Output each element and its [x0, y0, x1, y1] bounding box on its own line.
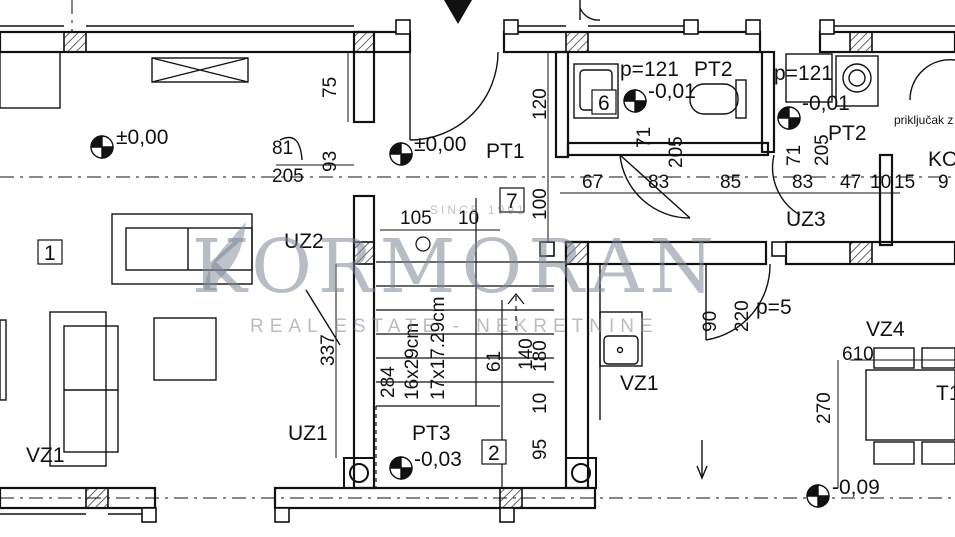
dim-337: 337	[318, 334, 339, 366]
stair-size-2: 17x17.29cm	[428, 296, 449, 400]
dim-47: 47	[840, 172, 861, 193]
code-uz3: UZ3	[786, 208, 826, 231]
dim-85: 85	[720, 172, 741, 193]
dim-205c: 205	[812, 134, 833, 166]
code-pt1: PT1	[486, 140, 525, 163]
dim-180: 180	[530, 340, 551, 372]
dim-610: 610	[842, 344, 874, 365]
bird-logo-icon	[204, 222, 246, 290]
dim-95: 95	[530, 439, 551, 460]
dim-205b: 205	[666, 136, 687, 168]
dim-100: 100	[530, 188, 551, 220]
dim-9: 9	[938, 172, 949, 193]
dim-71a: 71	[634, 127, 655, 148]
axis-lines	[0, 0, 955, 499]
floor-code-labels: PT1 PT2 PT2 PT3 VZ1 VZ1 VZ4 UZ1 UZ2 UZ3 …	[26, 58, 955, 467]
dim-105: 105	[400, 208, 432, 229]
dim-140: 140	[516, 338, 537, 370]
room-number-boxes	[37, 89, 617, 465]
dim-71b: 71	[784, 145, 805, 166]
level-labels: ±0,00 ±0,00 -0,01 -0,01 -0,03 -0,09	[116, 80, 880, 499]
code-t1: T1	[936, 382, 955, 405]
dim-220: 220	[732, 300, 753, 332]
dimension-lines	[276, 52, 955, 488]
door-swings	[279, 0, 955, 346]
perimeter-utility: p=121	[774, 62, 833, 85]
code-uz1: UZ1	[288, 422, 328, 445]
dim-93: 93	[320, 151, 341, 172]
dim-284: 284	[378, 366, 399, 398]
connection-note: priključak z	[894, 113, 953, 127]
watermark-brand: KORMORAN	[192, 224, 720, 310]
room-number-2: 2	[488, 442, 500, 465]
code-pt2-utility: PT2	[828, 122, 867, 145]
dim-83b: 83	[792, 172, 813, 193]
dim-61: 61	[484, 351, 505, 372]
code-vz4: VZ4	[866, 318, 905, 341]
room-number-7: 7	[506, 190, 518, 213]
dim-15: 15	[894, 172, 915, 193]
perimeter-bath: p=121	[620, 58, 679, 81]
down-arrow-icon	[696, 440, 708, 480]
room-number-6: 6	[598, 92, 610, 115]
hatched-wall-sections	[63, 31, 873, 509]
code-pt2-bath: PT2	[694, 58, 733, 81]
dim-10b: 10	[458, 208, 479, 229]
wall-caps	[141, 19, 835, 523]
code-ko: KO	[928, 148, 955, 171]
code-vz1-kitchen: VZ1	[620, 372, 659, 395]
dim-90: 90	[700, 311, 721, 332]
direction-arrow-icon	[444, 0, 472, 24]
level-living: ±0,00	[116, 126, 168, 149]
watermark-tagline: REAL ESTATE - NEKRETNINE	[250, 316, 659, 337]
dim-205a: 205	[272, 166, 304, 187]
watermark: KORMORAN REAL ESTATE - NEKRETNINE SINCE …	[192, 203, 720, 337]
dim-67: 67	[582, 172, 603, 193]
level-hall: ±0,00	[414, 133, 466, 156]
code-vz1-living: VZ1	[26, 444, 65, 467]
dim-10c: 10	[530, 393, 551, 414]
watermark-since: SINCE 1991	[430, 203, 527, 217]
level-storage: -0,03	[414, 448, 462, 471]
dimension-labels: 75 81 205 93 120 71 205 71 205 67 83 85 …	[272, 77, 949, 460]
columns	[343, 457, 597, 489]
code-pt3: PT3	[412, 422, 451, 445]
dim-10a: 10	[870, 172, 891, 193]
perimeter-labels: p=121 p=121 p=5	[620, 58, 833, 319]
level-terrace: -0,09	[832, 476, 880, 499]
dim-75: 75	[320, 77, 341, 98]
dim-83a: 83	[648, 172, 669, 193]
stair-size-1: 16x29cm	[402, 323, 423, 400]
dim-120: 120	[530, 88, 551, 120]
room-numbers: 1 2 6 7	[44, 92, 610, 465]
dim-81: 81	[272, 138, 293, 159]
level-bath: -0,01	[648, 80, 696, 103]
level-utility: -0,01	[802, 92, 850, 115]
dim-270: 270	[814, 392, 835, 424]
windows	[0, 25, 955, 515]
level-markers	[90, 89, 830, 508]
room-number-1: 1	[44, 242, 56, 265]
code-uz2: UZ2	[284, 230, 324, 253]
perimeter-passage: p=5	[756, 296, 792, 319]
